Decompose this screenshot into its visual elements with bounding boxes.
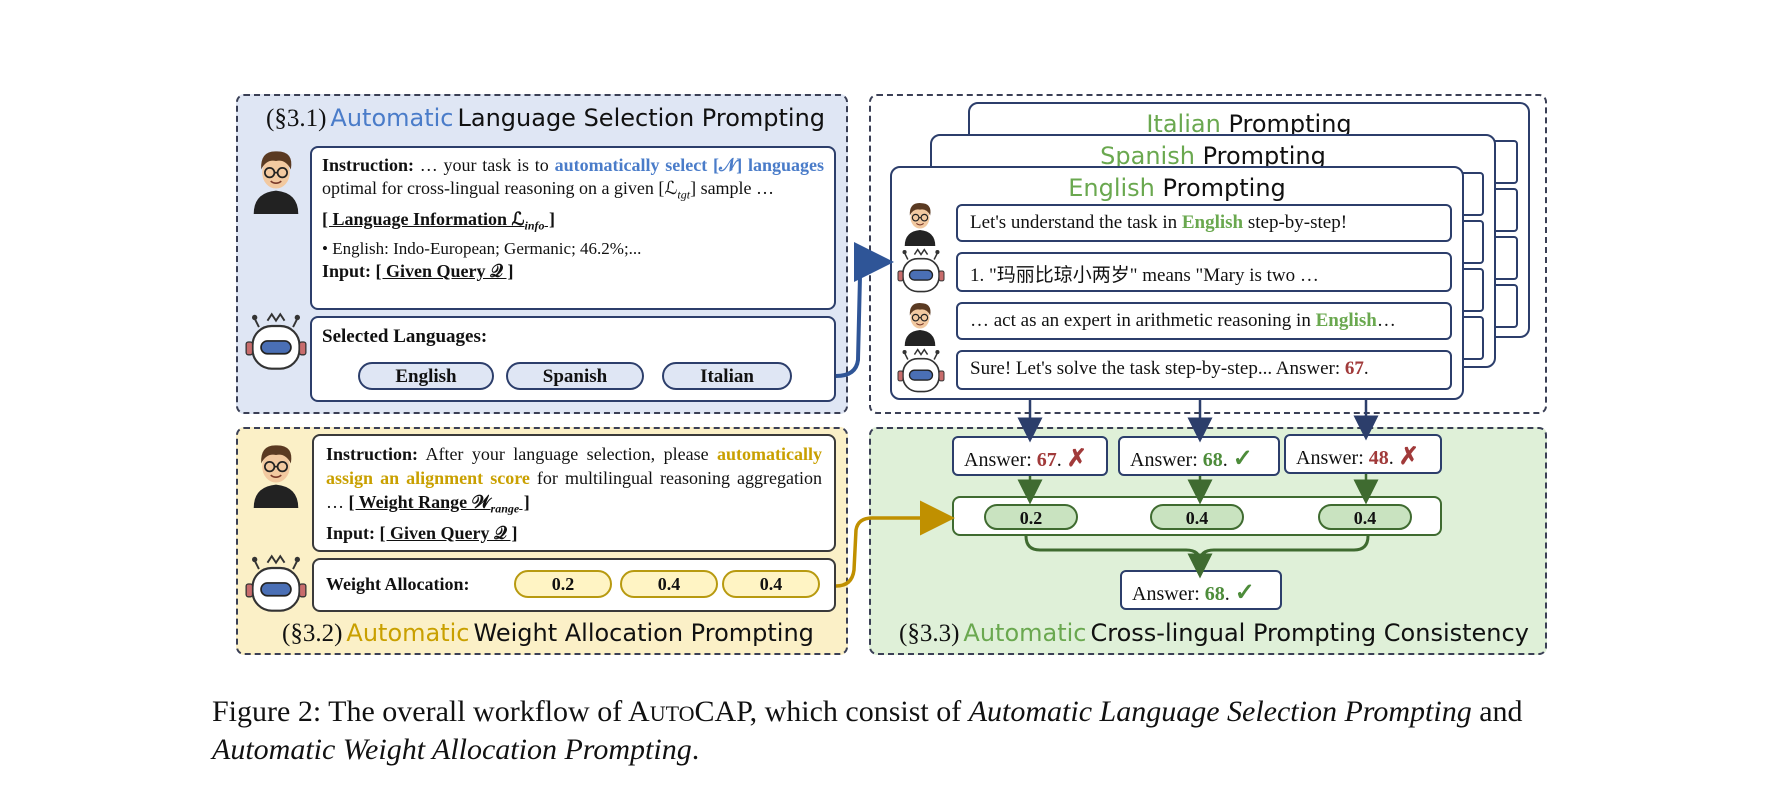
panel-title: (§3.1) Automatic Language Selection Prom…: [266, 104, 825, 133]
title-rest: Cross-lingual Prompting Consistency: [1090, 619, 1529, 647]
instruction-text: Instruction: … your task is to automatic…: [322, 155, 825, 202]
title-automatic: Automatic: [346, 619, 470, 647]
vote-weight-pill: 0.4: [1318, 504, 1412, 530]
weight-pill: 0.4: [722, 570, 820, 598]
language-info-bullet: • English: Indo-European; Germanic; 46.2…: [322, 239, 642, 259]
card-language: Spanish: [1100, 142, 1195, 170]
card-language: Italian: [1146, 110, 1221, 138]
language-pill-english: English: [358, 362, 494, 390]
card-language: English: [1068, 174, 1155, 202]
language-pill-spanish: Spanish: [506, 362, 644, 390]
prompt-line-model-1: 1. "玛丽比琼小两岁" means "Mary is two …: [956, 252, 1452, 292]
card-suffix: Prompting: [1228, 110, 1352, 138]
check-icon: ✓: [1234, 580, 1255, 606]
card-suffix: Prompting: [1202, 142, 1326, 170]
cross-icon: ✗: [1066, 446, 1087, 472]
prompt-line-user-1: Let's understand the task in English ste…: [956, 204, 1452, 242]
weight-instruction-box: Instruction: After your language selecti…: [312, 434, 836, 552]
instruction-text: Instruction: After your language selecti…: [326, 444, 822, 516]
arrow-to-voting: [835, 500, 955, 588]
vote-weight-pill: 0.4: [1150, 504, 1244, 530]
selected-languages-label: Selected Languages:: [322, 326, 488, 347]
title-automatic: Automatic: [963, 619, 1087, 647]
instruction-box: Instruction: … your task is to automatic…: [310, 146, 836, 310]
input-line: Input: [ Given Query 𝒬 ]: [326, 522, 518, 543]
title-rest: Weight Allocation Prompting: [473, 619, 814, 647]
weight-allocation-label: Weight Allocation:: [326, 574, 470, 594]
section-number: (§3.1): [266, 105, 327, 132]
section-number: (§3.3): [899, 620, 960, 647]
prompt-line-model-2: Sure! Let's solve the task step-by-step.…: [956, 350, 1452, 390]
section-number: (§3.2): [282, 620, 343, 647]
cross-icon: ✗: [1398, 444, 1419, 470]
answer-box-italian: Answer: 48. ✗: [1284, 434, 1442, 474]
prompt-line-user-2: … act as an expert in arithmetic reasoni…: [956, 302, 1452, 340]
panel-title: (§3.3) Automatic Cross-lingual Prompting…: [899, 619, 1529, 648]
language-info-heading: [ Language Information ℒinfo ]: [322, 208, 555, 233]
title-rest: Language Selection Prompting: [457, 104, 826, 132]
vote-weight-pill: 0.2: [984, 504, 1078, 530]
card-suffix: Prompting: [1162, 174, 1286, 202]
weight-pill: 0.2: [514, 570, 612, 598]
arrow-to-prompting: [835, 242, 894, 378]
language-pill-italian: Italian: [662, 362, 792, 390]
panel-title: (§3.2) Automatic Weight Allocation Promp…: [282, 619, 814, 648]
answer-box-spanish: Answer: 68. ✓: [1118, 436, 1280, 476]
check-icon: ✓: [1232, 446, 1253, 472]
input-line: Input: [ Given Query 𝒬 ]: [322, 261, 514, 282]
title-automatic: Automatic: [330, 104, 454, 132]
figure-caption: Figure 2: The overall workflow of AUTOCA…: [212, 695, 1523, 766]
weight-pill: 0.4: [620, 570, 718, 598]
